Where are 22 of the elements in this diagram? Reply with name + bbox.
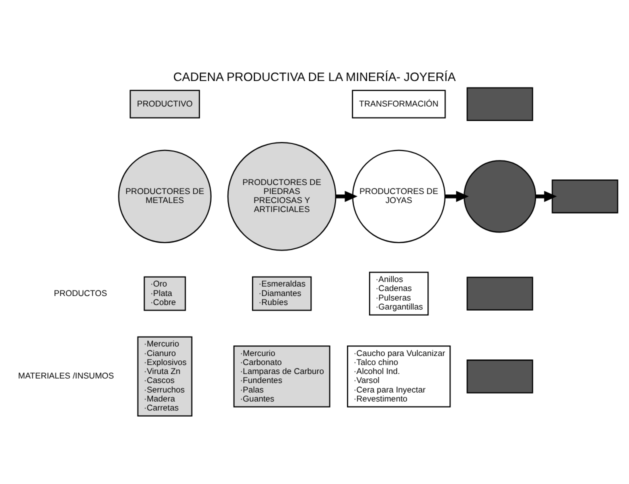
node-box	[466, 360, 534, 394]
node-box: PRODUCTIVO	[130, 90, 200, 118]
node-circle: PRODUCTORES DE JOYAS	[352, 150, 446, 244]
arrow	[445, 190, 469, 202]
node-box: ·Esmeraldas ·Diamantes ·Rubíes	[252, 276, 312, 311]
label: MATERIALES /INSUMOS	[18, 370, 114, 381]
node-box: ·Mercurio ·Cianuro ·Explosivos ·Viruta Zn ·Cascos ·Serruchos ·Madera ·Carretas	[137, 336, 192, 417]
label: PRODUCTOS	[54, 288, 108, 298]
node-box	[466, 276, 534, 311]
node-box: TRANSFORMACIÓN	[352, 90, 446, 118]
arrow	[536, 190, 557, 202]
node-circle: PRODUCTORES DE PIEDRAS PRECIOSAS Y ARTIFICIALES	[227, 142, 336, 251]
arrow	[336, 190, 358, 202]
node-circle	[464, 160, 536, 233]
node-box	[552, 180, 618, 214]
node-box: ·Mercurio ·Carbonato ·Lamparas de Carburo ·Fundentes ·Palas ·Guantes	[233, 346, 330, 408]
node-box: ·Anillos ·Cadenas ·Pulseras ·Gargantillas	[369, 272, 429, 316]
diagram-title: CADENA PRODUCTIVA DE LA MINERÍA- JOYERÍA	[173, 70, 456, 84]
node-circle: PRODUCTORES DE METALES	[118, 150, 212, 244]
node-box	[466, 87, 534, 122]
node-box: ·Oro ·Plata ·Cobre	[144, 276, 186, 311]
node-box: ·Caucho para Vulcanizar ·Talco chino ·Alcohol Ind. ·Varsol ·Cera para Inyectar ·Revestimento	[346, 346, 451, 408]
